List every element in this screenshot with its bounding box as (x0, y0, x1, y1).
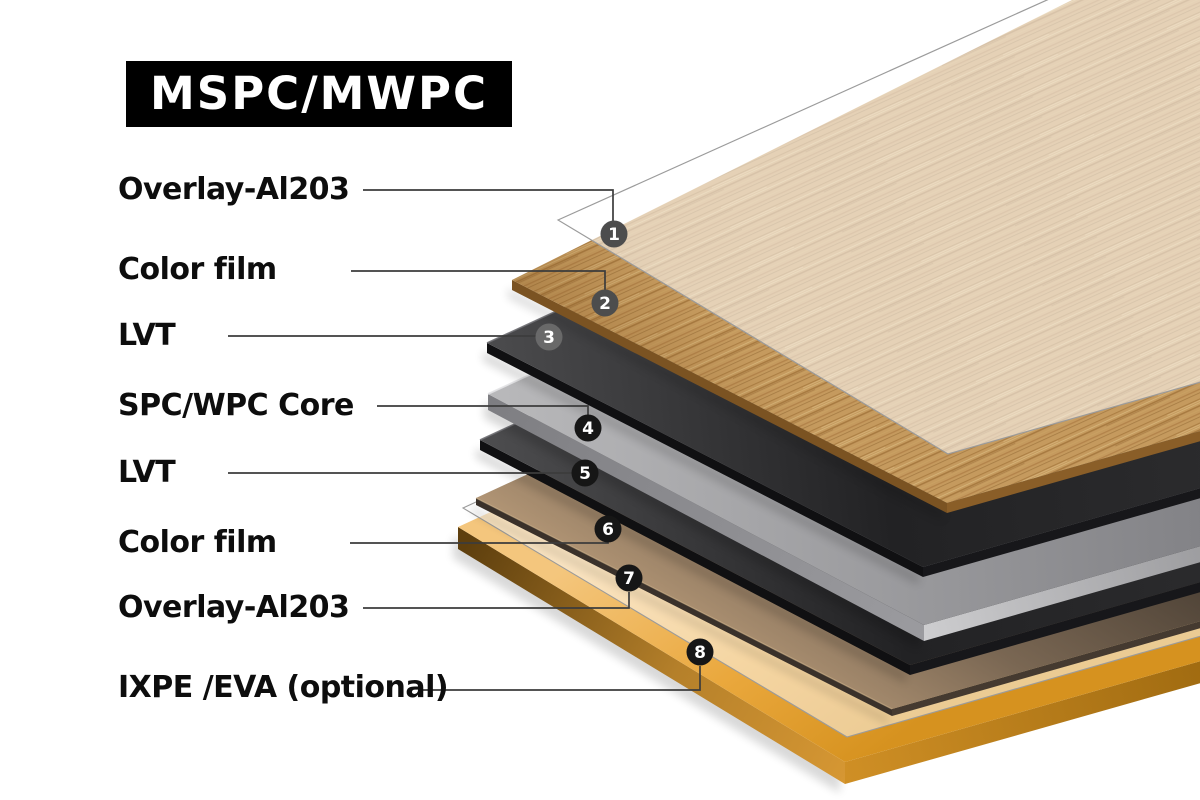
layer-label-6: Color film (118, 525, 277, 560)
marker-number-5: 5 (579, 464, 591, 484)
layer-8-side-left (458, 527, 845, 784)
layer-5-side-right (910, 582, 1200, 675)
layer-6-side-right (892, 621, 1200, 716)
marker-number-8: 8 (694, 643, 706, 663)
layer-4-side-left (488, 394, 924, 641)
page-title: MSPC/MWPC (126, 61, 513, 127)
marker-circle-8 (686, 638, 714, 666)
layer-label-2: Color film (118, 252, 277, 287)
marker-4: 4 (574, 414, 602, 442)
layer-3-shadow (483, 351, 919, 585)
marker-circle-6 (594, 515, 622, 543)
layer-6-edge-rim (475, 497, 893, 710)
marker-number-7: 7 (623, 569, 635, 589)
layer-3-side-left (487, 343, 923, 577)
marker-8: 8 (686, 638, 714, 666)
marker-circle-4 (574, 414, 602, 442)
marker-number-6: 6 (602, 520, 614, 540)
layer-8-side-right (845, 661, 1200, 784)
layer-1-sheet (556, 0, 1200, 455)
layer-label-7: Overlay-Al203 (118, 590, 350, 625)
marker-6: 6 (594, 515, 622, 543)
marker-circle-3 (535, 323, 563, 351)
marker-circle-5 (571, 459, 599, 487)
marker-circle-7 (615, 564, 643, 592)
marker-2: 2 (591, 289, 619, 317)
marker-number-2: 2 (599, 294, 611, 314)
marker-circle-2 (591, 289, 619, 317)
layer-label-3: LVT (118, 318, 176, 353)
marker-1: 1 (600, 220, 628, 248)
layer-4-side-right (924, 546, 1200, 641)
layer-3-side-right (923, 488, 1200, 577)
marker-3: 3 (535, 323, 563, 351)
layer-label-8: IXPE /EVA (optional) (118, 670, 449, 705)
layer-2-shadow (508, 288, 943, 521)
layer-2-side-right (947, 431, 1200, 513)
layer-label-1: Overlay-Al203 (118, 172, 350, 207)
marker-7: 7 (615, 564, 643, 592)
marker-5: 5 (571, 459, 599, 487)
layer-2-side-left (512, 280, 947, 513)
layer-1-overlay-outline (556, 0, 1200, 455)
marker-number-1: 1 (608, 225, 620, 245)
layer-6-side-left (476, 498, 892, 716)
marker-number-3: 3 (543, 328, 555, 348)
layer-5-side-left (480, 440, 910, 675)
marker-circle-1 (600, 220, 628, 248)
layer-label-5: LVT (118, 455, 176, 490)
marker-number-4: 4 (582, 419, 594, 439)
connector-lines (228, 189, 701, 691)
layer-label-4: SPC/WPC Core (118, 388, 354, 423)
layer-5-shadow (476, 448, 906, 683)
layer-6-shadow (472, 506, 888, 724)
